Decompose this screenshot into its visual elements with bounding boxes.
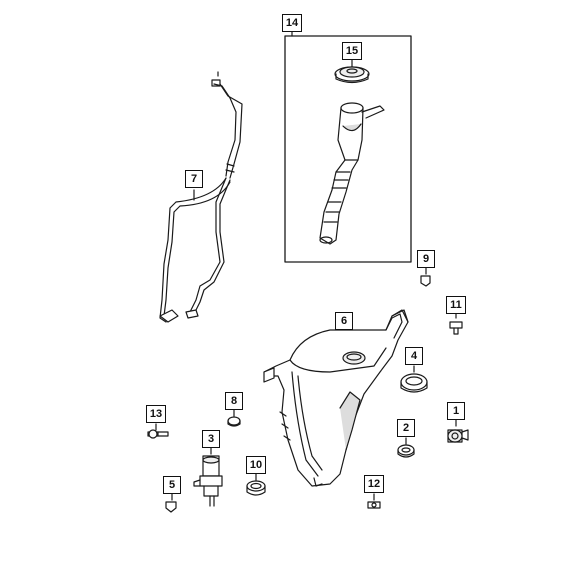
part-2-grommet[interactable] xyxy=(397,437,415,458)
part-4-grommet[interactable] xyxy=(400,365,428,393)
part-7-hose[interactable] xyxy=(159,71,243,323)
part-5-clip[interactable] xyxy=(165,493,177,513)
part-3-washer-pump[interactable] xyxy=(193,445,223,507)
part-9-clip[interactable] xyxy=(420,267,431,287)
part-1-level-sensor[interactable] xyxy=(447,419,469,443)
assembly-frame-14 xyxy=(284,35,412,263)
callout-8[interactable]: 8 xyxy=(225,392,243,410)
part-13-bolt[interactable] xyxy=(147,423,169,439)
part-6-reservoir[interactable] xyxy=(263,309,409,487)
callout-3[interactable]: 3 xyxy=(202,430,220,448)
callout-14[interactable]: 14 xyxy=(282,14,302,32)
callout-13[interactable]: 13 xyxy=(146,405,166,423)
part-10-grommet[interactable] xyxy=(246,473,266,496)
part-12-nut[interactable] xyxy=(367,493,381,509)
callout-11[interactable]: 11 xyxy=(446,296,466,314)
callout-4[interactable]: 4 xyxy=(405,347,423,365)
callout-6[interactable]: 6 xyxy=(335,312,353,330)
callout-1[interactable]: 1 xyxy=(447,402,465,420)
callout-12[interactable]: 12 xyxy=(364,475,384,493)
part-14-filler-neck[interactable] xyxy=(319,102,385,245)
part-11-bolt[interactable] xyxy=(449,313,463,335)
callout-15[interactable]: 15 xyxy=(342,42,362,60)
callout-7[interactable]: 7 xyxy=(185,170,203,188)
callout-2[interactable]: 2 xyxy=(397,419,415,437)
callout-9[interactable]: 9 xyxy=(417,250,435,268)
part-15-filler-cap[interactable] xyxy=(334,58,370,84)
callout-10[interactable]: 10 xyxy=(246,456,266,474)
callout-5[interactable]: 5 xyxy=(163,476,181,494)
part-8-grommet[interactable] xyxy=(227,409,241,427)
